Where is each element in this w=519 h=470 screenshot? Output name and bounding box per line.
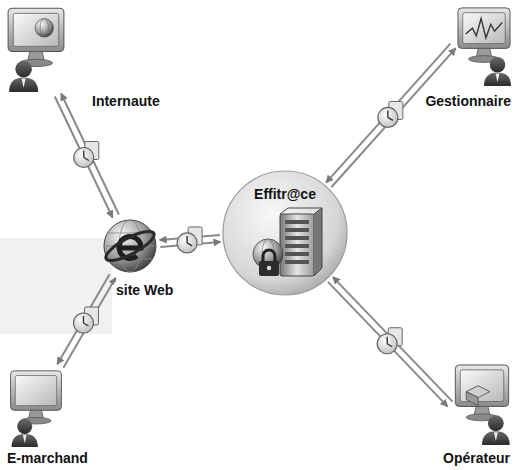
icon-part [23,435,27,443]
clock-hands [187,236,192,246]
schedule-emblem [177,227,202,253]
icon-part [280,214,314,276]
computer-icon [5,5,67,93]
connector-line [55,97,113,218]
background-panel [0,238,112,334]
icon-part [22,78,26,87]
website-globe [102,218,158,274]
icon-part [463,13,505,44]
node-label: E-marchand [5,450,90,466]
icon-part [259,261,279,276]
connector-line [326,44,450,183]
icon-part [458,8,510,49]
icon-part [466,19,503,38]
actor-node: E-marchand [5,368,67,448]
clock-icon [378,107,398,127]
double-arrow-connector [160,227,221,253]
icon-part [40,19,48,38]
clock-hands [83,316,88,326]
connector-line [63,278,115,368]
icon-part [314,208,322,276]
icon-part [494,432,498,441]
clock-icon [177,233,197,253]
icon-part [17,419,32,434]
icon-part [12,434,38,447]
icon-part [285,220,309,224]
icon-part [285,252,309,256]
icon-part [285,228,309,232]
double-arrow-connector [55,93,119,217]
schedule-emblem [74,142,99,168]
icon-part [488,415,504,431]
icon-part [490,57,505,72]
icon-part [263,250,275,262]
icon-part [104,220,156,272]
connector-line [333,277,453,401]
icon-part [285,236,309,240]
icon-part [455,365,508,407]
icon-part [285,260,309,264]
actor-node: Gestionnaire [455,5,513,87]
node-label: Effitr@ce [222,186,348,202]
icon-part [11,371,62,411]
clock-hands [387,337,392,347]
double-arrow-connector [57,274,115,368]
clock-hands [388,110,393,120]
icon-part [267,266,271,270]
connector-line [61,93,119,214]
computer-icon [5,368,67,448]
icon-part [15,61,32,78]
schedule-emblem [73,307,98,333]
clock-hands [84,151,89,161]
icon-part [9,77,38,91]
node-label: Gestionnaire [423,93,513,109]
icon-part [280,208,322,214]
clock-icon [74,148,94,168]
icon-part [13,13,58,46]
actor-node: Effitr@ce [222,170,348,296]
icon-part [484,73,511,87]
schedule-emblem [378,101,403,127]
icon-part [496,73,500,82]
node-label: Internaute [90,93,162,109]
connector-line [328,282,448,406]
double-arrow-connector [328,277,453,406]
icon-part [466,392,478,406]
actor-node: Opérateur [452,362,512,446]
icon-part [119,220,141,272]
double-arrow-connector [326,44,455,188]
icon-part [15,376,56,406]
connector-line [57,274,109,364]
icon-part [285,244,309,248]
clock-icon [377,334,397,354]
icon-part [482,431,510,445]
clock-icon [73,313,93,333]
actor-node: Internaute [5,5,67,93]
actor-node: site Web [102,218,158,274]
node-label: site Web [114,282,175,298]
icon-part [8,8,64,51]
icon-part [35,19,54,38]
schedule-emblem [377,328,402,354]
icon-part [223,171,347,295]
node-label: Opérateur [441,450,512,466]
icon-part [102,226,157,265]
connector-line [331,48,455,187]
computer-icon [455,5,513,87]
computer-icon [452,362,512,446]
